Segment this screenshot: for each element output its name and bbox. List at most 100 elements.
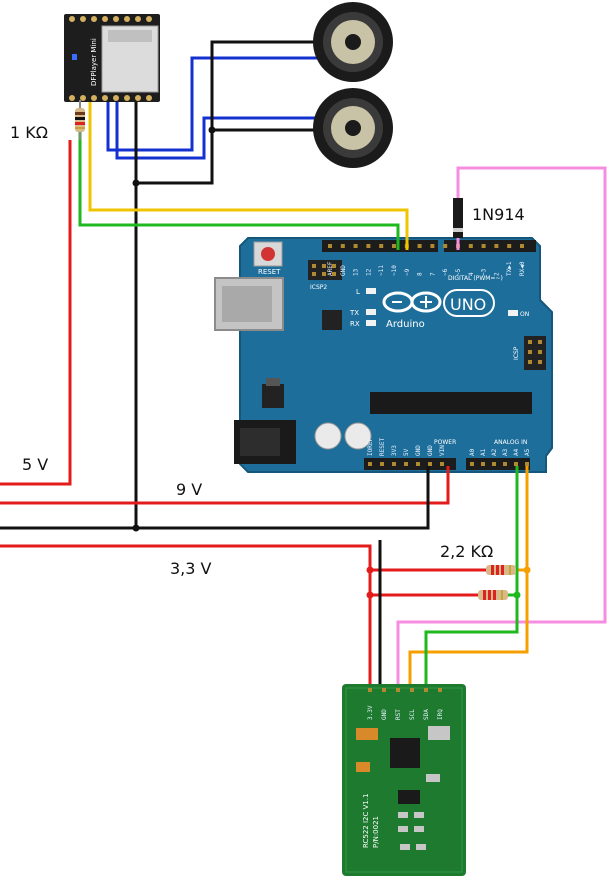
dfplayer-pin xyxy=(135,95,141,101)
rfid-pin xyxy=(382,688,386,692)
power-pin-label: GND xyxy=(415,445,422,456)
rfid-pin-label: IRQ xyxy=(437,709,444,720)
wire-orange-scl xyxy=(408,466,529,690)
icsp-header xyxy=(524,336,546,370)
led-l-label: L xyxy=(356,288,360,296)
junction-dot xyxy=(366,566,374,574)
resistor-2k2-2 xyxy=(478,590,508,600)
power-pin-label: 5V xyxy=(403,448,410,456)
dfplayer-pin xyxy=(102,95,108,101)
resistor-2k2-1 xyxy=(486,565,516,575)
wires xyxy=(0,40,607,690)
analog-pin xyxy=(481,462,485,466)
analog-pin xyxy=(525,462,529,466)
rfid-pin-label: SCL xyxy=(409,709,416,720)
dfplayer-pin xyxy=(135,16,141,22)
dfplayer-pin xyxy=(91,95,97,101)
speaker-1 xyxy=(313,2,393,82)
rfid-pin xyxy=(438,688,442,692)
wire-black-ground-trunk xyxy=(130,98,138,528)
digital-pin xyxy=(379,244,384,248)
dfplayer-label: DFPlayer Mini xyxy=(90,38,98,86)
power-pin-label: GND xyxy=(427,445,434,456)
dfplayer-pin xyxy=(113,95,119,101)
rfid-chip xyxy=(390,738,420,768)
digital-pin xyxy=(481,244,486,248)
label-3v3: 3,3 V xyxy=(170,559,212,578)
voltage-regulator xyxy=(262,384,284,408)
digital-pin-label: ~11 xyxy=(378,265,385,276)
wire-yellow-dfplayer xyxy=(88,100,409,250)
power-pin-label: IOREF xyxy=(367,438,374,456)
digital-pin-label: ~9 xyxy=(404,268,411,276)
digital-pin xyxy=(366,244,371,248)
wire-blue-speaker-2 xyxy=(115,100,330,160)
dfplayer-pin xyxy=(146,16,152,22)
junctions xyxy=(132,126,531,599)
analog-pin xyxy=(492,462,496,466)
led-on-label: ON xyxy=(520,311,529,318)
analog-header-label: ANALOG IN xyxy=(494,439,527,446)
dfplayer-pin xyxy=(124,95,130,101)
rfid-code-label: P/N:0021 xyxy=(372,816,380,848)
digital-header-label: DIGITAL (PWM=~) xyxy=(448,275,503,282)
digital-pin xyxy=(468,244,473,248)
junction-dot xyxy=(132,179,140,187)
digital-pin-label: ~3 xyxy=(481,268,488,276)
power-header xyxy=(364,458,456,470)
wire-red-3v3 xyxy=(0,544,372,690)
rfid-pin xyxy=(410,688,414,692)
label-resistor-2k2: 2,2 KΩ xyxy=(440,542,493,561)
crystal xyxy=(428,726,450,740)
uno-label: UNO xyxy=(450,295,486,314)
arduino-logo-text: Arduino xyxy=(386,319,425,330)
digital-pin-label: TX▶1 xyxy=(506,261,513,276)
power-pin-label: RESET xyxy=(379,438,386,456)
power-pin xyxy=(368,462,372,466)
analog-pin-label: A2 xyxy=(491,448,498,456)
icsp2-label: ICSP2 xyxy=(310,284,327,291)
wire-black-speaker-1 xyxy=(136,40,330,185)
power-pin-label: VIN xyxy=(439,445,446,456)
dfplayer-pin xyxy=(113,16,119,22)
wire-red-5v xyxy=(0,140,72,486)
usb-chip xyxy=(322,310,342,330)
dfplayer-pin xyxy=(91,16,97,22)
analog-pin-label: A3 xyxy=(502,448,509,456)
analog-pin-label: A5 xyxy=(524,448,531,456)
digital-pin-label: GND xyxy=(340,265,347,276)
wire-green-dfplayer xyxy=(78,130,400,250)
diode-1n914 xyxy=(453,198,463,238)
junction-dot xyxy=(366,591,374,599)
power-pin xyxy=(392,462,396,466)
digital-pin xyxy=(417,244,422,248)
digital-pin-label: 2 xyxy=(493,272,500,276)
digital-pin-label: ~10 xyxy=(391,265,398,276)
dfplayer-pin xyxy=(69,16,75,22)
analog-pin-label: A1 xyxy=(480,448,487,456)
digital-pin xyxy=(443,244,448,248)
rfid-pin xyxy=(396,688,400,692)
digital-pin-label: 7 xyxy=(429,272,436,276)
icsp2-header xyxy=(308,260,342,280)
digital-pin xyxy=(328,244,332,248)
power-pin xyxy=(404,462,408,466)
dfplayer-pin xyxy=(124,16,130,22)
resistor-1k xyxy=(75,100,85,140)
analog-pin-label: A4 xyxy=(513,448,520,456)
digital-pin xyxy=(340,244,345,248)
junction-dot xyxy=(523,566,531,574)
led-tx xyxy=(366,309,376,315)
label-5v: 5 V xyxy=(22,455,48,474)
power-pin xyxy=(380,462,384,466)
arduino-logo: UNO Arduino xyxy=(382,289,495,330)
wire-blue-speaker-1 xyxy=(106,56,330,152)
digital-pin-label: RX◀0 xyxy=(519,261,526,276)
digital-header-right xyxy=(444,240,536,252)
speaker-2 xyxy=(313,88,393,168)
analog-pin xyxy=(503,462,507,466)
analog-pin xyxy=(514,462,518,466)
wire-green-sda xyxy=(424,466,519,690)
